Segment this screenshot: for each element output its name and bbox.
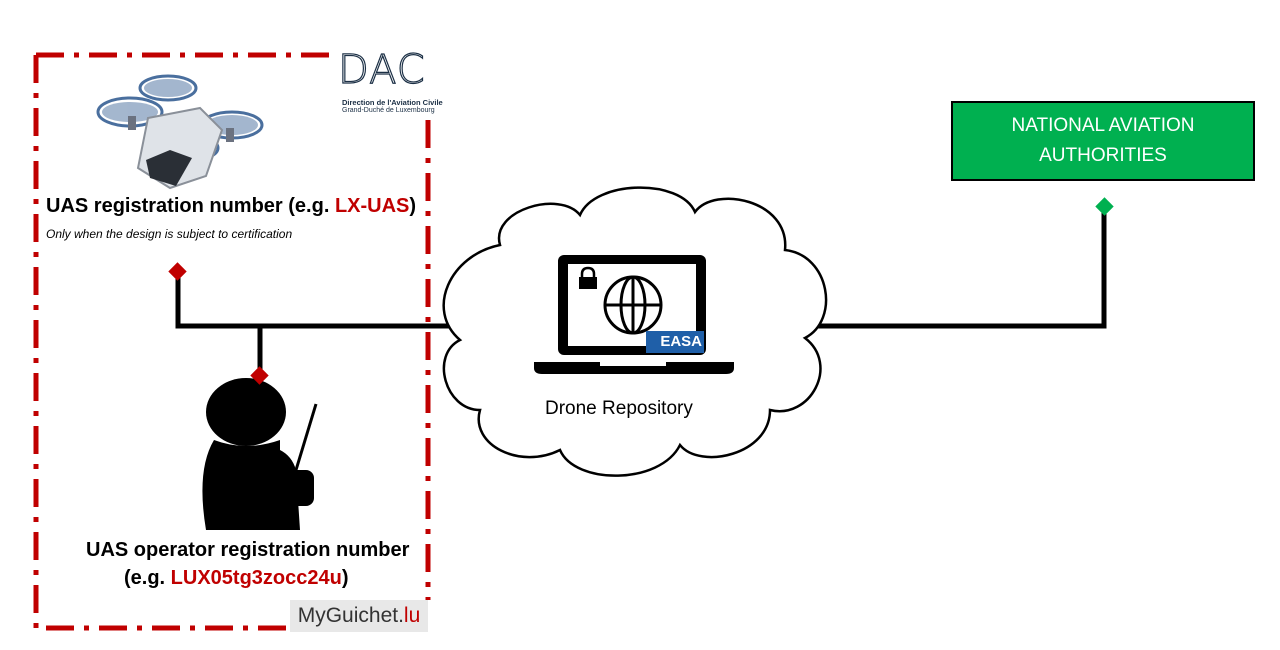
dac-logo: DAC Direction de l'Aviation Civile Grand… [337,47,442,120]
uas-registration-label: UAS registration number (e.g. LX-UAS) [46,195,416,218]
operator-example-prefix: (e.g. [124,567,171,589]
lock-icon [579,266,597,289]
uas-diamond-marker [168,262,187,281]
operator-registration-example: LUX05tg3zocc24u [170,567,342,589]
dac-logo-letters: DAC [337,47,426,93]
drone-icon [96,74,264,190]
easa-badge: EASA [646,331,704,353]
globe-icon [603,275,663,335]
uas-registration-note: Only when the design is subject to certi… [46,227,293,241]
myguichet-name: MyGuichet. [297,604,404,627]
dac-logo-subtitle: Direction de l'Aviation Civile [342,98,443,107]
national-aviation-authorities-label: NATIONAL AVIATION AUTHORITIES [1011,115,1195,166]
operator-example-suffix: ) [341,567,349,589]
connector-lines [175,205,1107,377]
uas-registration-suffix: ) [409,195,417,217]
uas-registration-example: LX-UAS [334,195,410,217]
operator-registration-example-line: (e.g. LUX05tg3zocc24u) [124,567,349,590]
operator-diamond-marker [250,366,269,385]
drone-repository-label: Drone Repository [545,398,693,419]
national-aviation-authorities-box: NATIONAL AVIATION AUTHORITIES [951,101,1255,181]
myguichet-tld: lu [403,604,421,627]
authority-diamond-marker [1095,197,1114,216]
operator-silhouette-icon [202,378,318,530]
uas-registration-prefix: UAS registration number (e.g. [46,195,335,217]
myguichet-logo: MyGuichet.lu [290,600,428,632]
operator-registration-label: UAS operator registration number [86,539,410,561]
dac-logo-country: Grand-Duché de Luxembourg [342,107,435,114]
